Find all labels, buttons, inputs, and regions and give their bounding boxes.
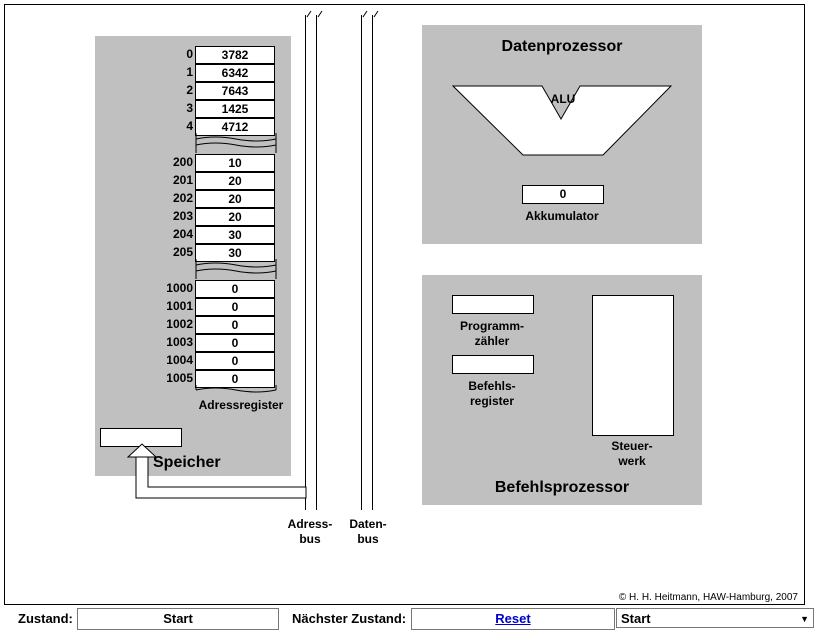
- program-counter-label-line1: Programm-: [459, 319, 524, 333]
- memory-cell: 0: [195, 370, 275, 388]
- status-bar: Zustand: Start Nächster Zustand: Reset S…: [0, 608, 819, 632]
- memory-address: 1004: [166, 353, 193, 367]
- memory-cell: 7643: [195, 82, 275, 100]
- next-state-label: Nächster Zustand:: [292, 611, 407, 626]
- memory-address: 202: [172, 191, 193, 205]
- memory-address: 3: [186, 101, 193, 115]
- memory-cell: 30: [195, 226, 275, 244]
- program-counter-label: Programm- zähler: [442, 319, 542, 349]
- bus-top-ticks: [306, 10, 379, 18]
- address-register-label: Adressregister: [198, 398, 284, 412]
- accumulator-label: Akkumulator: [525, 209, 599, 223]
- accumulator-field: 0: [522, 185, 604, 204]
- memory-title: Speicher: [153, 454, 221, 471]
- memory-cell: 30: [195, 244, 275, 262]
- control-unit-label-line1: Steuer-: [611, 439, 653, 453]
- memory-cell: 20: [195, 190, 275, 208]
- address-arrow: [126, 443, 307, 499]
- memory-address: 204: [172, 227, 193, 241]
- memory-address: 4: [186, 119, 193, 133]
- instruction-register-label: Befehls- register: [442, 379, 542, 409]
- instruction-processor-title: Befehlsprozessor: [494, 479, 630, 496]
- memory-cell: 1425: [195, 100, 275, 118]
- instruction-register-field: [452, 355, 534, 374]
- control-unit-field: [592, 295, 674, 436]
- memory-cell: 20: [195, 208, 275, 226]
- address-bus-label-line2: bus: [299, 532, 321, 546]
- memory-cell: 0: [195, 334, 275, 352]
- state-select[interactable]: Start ▼: [616, 608, 814, 628]
- memory-address: 2: [186, 83, 193, 97]
- memory-cell: 4712: [195, 118, 275, 136]
- program-counter-field: [452, 295, 534, 314]
- state-select-value: Start: [621, 611, 651, 626]
- memory-cell: 20: [195, 172, 275, 190]
- state-field: Start: [77, 608, 279, 630]
- state-label: Zustand:: [18, 611, 73, 626]
- memory-bottom-wave: [195, 385, 277, 393]
- program-counter-label-line2: zähler: [474, 334, 510, 348]
- instruction-register-label-line1: Befehls-: [468, 379, 516, 393]
- alu-label: ALU: [550, 92, 576, 106]
- memory-address: 1005: [166, 371, 193, 385]
- memory-cell: 0: [195, 298, 275, 316]
- memory-cell: 6342: [195, 64, 275, 82]
- data-bus-label: Daten- bus: [343, 517, 393, 547]
- chevron-down-icon[interactable]: ▼: [800, 614, 809, 624]
- address-bus: [305, 15, 317, 510]
- control-unit-label: Steuer- werk: [582, 439, 682, 469]
- memory-address: 1002: [166, 317, 193, 331]
- next-state-field: Reset: [411, 608, 615, 630]
- control-unit-label-line2: werk: [618, 454, 646, 468]
- memory-break-2: [195, 259, 277, 279]
- data-bus: [361, 15, 373, 510]
- copyright: © H. H. Heitmann, HAW-Hamburg, 2007: [618, 592, 798, 603]
- memory-address: 1003: [166, 335, 193, 349]
- memory-cell: 0: [195, 316, 275, 334]
- data-bus-label-line1: Daten-: [349, 517, 387, 531]
- address-bus-label-line1: Adress-: [287, 517, 333, 531]
- memory-address: 1000: [166, 281, 193, 295]
- memory-cell: 0: [195, 280, 275, 298]
- memory-break-1: [195, 133, 277, 153]
- memory-address: 201: [172, 173, 193, 187]
- reset-link[interactable]: Reset: [495, 611, 531, 626]
- memory-cell: 0: [195, 352, 275, 370]
- memory-address: 205: [172, 245, 193, 259]
- memory-address: 203: [172, 209, 193, 223]
- memory-address: 1001: [166, 299, 193, 313]
- memory-address: 200: [172, 155, 193, 169]
- address-bus-label: Adress- bus: [285, 517, 335, 547]
- data-bus-label-line2: bus: [357, 532, 379, 546]
- memory-address: 0: [186, 47, 193, 61]
- instruction-register-label-line2: register: [469, 394, 515, 408]
- alu-shape: [452, 85, 673, 156]
- memory-address: 1: [186, 65, 193, 79]
- memory-cell: 10: [195, 154, 275, 172]
- memory-cell: 3782: [195, 46, 275, 64]
- data-processor-title: Datenprozessor: [501, 38, 623, 55]
